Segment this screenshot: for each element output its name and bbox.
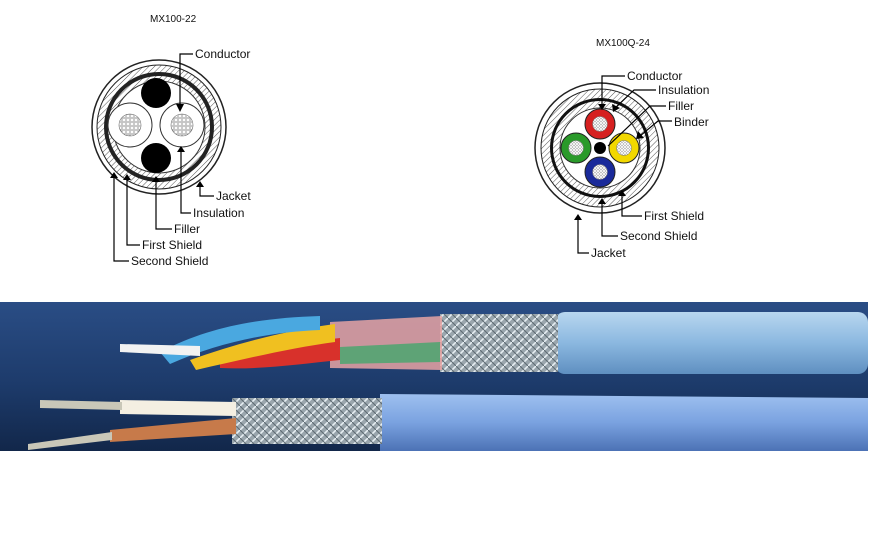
bottom-cable-orange-wire	[110, 418, 236, 442]
left-black-filler-bottom	[141, 143, 171, 173]
cable-photo	[0, 302, 868, 451]
right-label-insulation: Insulation	[658, 83, 710, 97]
left-conductor-2	[170, 113, 194, 137]
top-cable-jacket	[555, 312, 868, 374]
right-cross-section	[534, 75, 672, 254]
right-conductor-green	[568, 140, 584, 156]
right-label-binder: Binder	[674, 115, 709, 129]
cable-photo-illustration	[0, 302, 868, 451]
right-cable-diagram: MX100Q-24	[520, 0, 820, 290]
left-label-first-shield: First Shield	[142, 238, 203, 252]
left-black-filler-top	[141, 78, 171, 108]
top-cable-white-wire	[120, 344, 200, 356]
left-label-conductor: Conductor	[195, 47, 251, 61]
left-conductor-1	[118, 113, 142, 137]
bottom-cable-jacket	[380, 394, 868, 451]
right-conductor-blue	[592, 164, 608, 180]
left-label-jacket: Jacket	[216, 189, 251, 203]
right-label-second-shield: Second Shield	[620, 229, 698, 243]
bottom-cable-white-wire	[120, 400, 236, 416]
left-label-insulation: Insulation	[193, 206, 245, 220]
top-cable-yellow-wire	[190, 324, 335, 370]
right-label-jacket: Jacket	[591, 246, 626, 260]
right-center-filler	[594, 142, 606, 154]
right-conductor-yellow	[616, 140, 632, 156]
left-diagram-title: MX100-22	[150, 14, 197, 25]
right-diagram-title: MX100Q-24	[596, 38, 650, 49]
top-cable-braid	[440, 314, 558, 372]
left-label-second-shield: Second Shield	[131, 254, 209, 268]
right-label-conductor: Conductor	[627, 69, 683, 83]
right-label-filler: Filler	[668, 99, 694, 113]
bottom-cable-braid	[232, 398, 382, 444]
left-cable-diagram: MX100-22	[0, 0, 300, 290]
left-cross-section	[91, 53, 227, 262]
right-conductor-red	[592, 116, 608, 132]
right-label-first-shield: First Shield	[644, 209, 705, 223]
left-label-filler: Filler	[174, 222, 200, 236]
